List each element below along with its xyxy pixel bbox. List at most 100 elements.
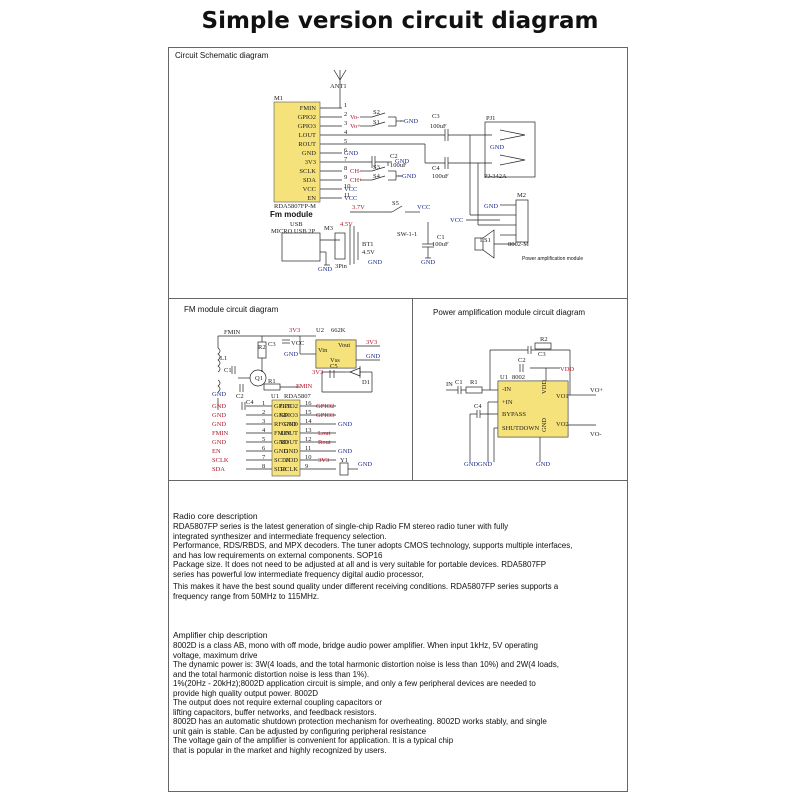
amp-c4-label: C4 <box>474 403 482 410</box>
fm-u1-left-nets: GND GND GND FMIN GND EN SCLK SDA <box>212 403 229 473</box>
fm-section-title: FM module circuit diagram <box>184 305 279 314</box>
amp-pin-in-minus: -IN <box>502 386 511 393</box>
bt1-label: BT1 <box>362 241 374 248</box>
m1-pin-3v3: 3V3 <box>305 159 316 166</box>
fm-left-net-2: GND <box>212 412 226 419</box>
fm-fmin-mid: FMIN <box>296 383 313 390</box>
fm-gnd-y1: GND <box>358 461 372 468</box>
m2-label: M2 <box>517 192 526 199</box>
amp-pin-vo1: VO1 <box>556 393 569 400</box>
fm-left-pin-6: GND <box>274 448 288 455</box>
radio-description: RDA5807FP series is the latest generatio… <box>173 522 625 601</box>
gnd-label-usb: GND <box>318 266 332 273</box>
amp-c3-label: C3 <box>538 351 546 358</box>
m1-label: M1 <box>274 95 283 102</box>
m2-caption: Power amplification module <box>522 256 583 262</box>
amp-pin-in-plus: +IN <box>502 399 513 406</box>
c4-label: C4 <box>432 165 440 172</box>
gnd-label-pin6: GND <box>344 150 358 157</box>
c3-value: 100uF <box>430 123 447 130</box>
usb-label: USB <box>290 221 303 228</box>
fm-left-net-1: GND <box>212 403 226 410</box>
page-title: Simple version circuit diagram <box>201 8 599 34</box>
section-divider-bottom <box>168 480 628 481</box>
fm-left-num-6: 6 <box>262 445 266 452</box>
m2-part: 8002-M <box>508 241 529 248</box>
fm-right-num-15: 15 <box>305 409 312 416</box>
fm-right-pin-12: ROUT <box>280 439 298 446</box>
amp-u1-part: 8002 <box>512 374 525 381</box>
fm-u1-chip-body <box>271 399 301 477</box>
fm-left-net-6: EN <box>212 448 221 455</box>
m1-pin-gpio3: GPIO3 <box>298 123 316 130</box>
amp-pin-bypass: BYPASS <box>502 411 526 418</box>
m1-pin-num-3: 3 <box>344 120 347 127</box>
m1-pin-fmin: FMIN <box>300 105 317 112</box>
amp-u1-label: U1 <box>500 374 508 381</box>
fm-c2-label: C2 <box>236 393 244 400</box>
m1-chip-body <box>273 101 321 203</box>
ch-plus-net: CH+ <box>350 177 363 184</box>
radio-line-3: Performance, RDS/RBDS, and MPX decoders.… <box>173 541 573 550</box>
fm-c5-label: C5 <box>330 363 338 370</box>
fm-u2-vss: Vss <box>330 357 340 364</box>
gnd-label-s3: GND <box>402 173 416 180</box>
m1-pin-num-2: 2 <box>344 111 347 118</box>
fm-right-num-14: 14 <box>305 418 312 425</box>
amp-in-label: IN <box>446 381 453 388</box>
fm-u2-label: U2 <box>316 327 324 334</box>
v37-label: 3.7V <box>352 204 365 211</box>
m1-pin-num-11: 11 <box>344 192 350 199</box>
fm-gnd-c1: GND <box>212 391 226 398</box>
m1-pin-num-9: 9 <box>344 174 347 181</box>
amp-line-6: provide high quality output power. 8002D <box>173 688 318 698</box>
amp-line-1: 8002D is a class AB, mono with off mode,… <box>173 641 538 650</box>
s2-label: S2 <box>373 109 380 116</box>
amp-r1-label: R1 <box>470 379 478 386</box>
amp-line-10: unit gain is stable. Can be adjusted by … <box>173 726 427 736</box>
amp-line-12: that is popular in the market and highly… <box>173 745 387 755</box>
amp-pin-vdd: VDD <box>541 380 548 394</box>
s1-label: S1 <box>373 119 380 126</box>
fm-left-num-7: 7 <box>262 454 266 461</box>
amp-line-7: The output does not require external cou… <box>173 698 383 707</box>
amp-pin-vo2: VO2 <box>556 421 569 428</box>
fm-3v3-top: 3V3 <box>289 327 300 334</box>
fm-right-pin-10: VDD <box>284 457 298 464</box>
vcc-label-pin11: VCC <box>344 195 357 202</box>
m1-pin-num-7: 7 <box>344 156 348 163</box>
amp-line-2: voltage, maximum drive <box>173 650 258 660</box>
section-divider-middle <box>412 298 413 480</box>
gnd-label-c2: GND <box>395 158 409 165</box>
m1-pin-num-5: 5 <box>344 138 347 145</box>
pj1-part: PJ-342A <box>484 173 507 180</box>
fm-left-net-5: GND <box>212 439 226 446</box>
vcc-label-m2: VCC <box>450 217 463 224</box>
m1-pin-num-10: 10 <box>344 183 351 190</box>
schematic-section-title: Circuit Schematic diagram <box>175 51 269 60</box>
amp-line-9: 8002D has an automatic shutdown protecti… <box>173 717 547 726</box>
fm-left-pin-1: GPIO1 <box>274 403 292 410</box>
fm-right-num-9: 9 <box>305 463 308 470</box>
vol-plus-net: Vo+ <box>350 123 361 130</box>
fm-left-num-4: 4 <box>262 427 266 434</box>
antenna-label: ANT1 <box>330 83 347 90</box>
fm-left-net-8: SDA <box>212 466 225 473</box>
fm-left-pin-4: FMIN <box>274 430 291 437</box>
amp-pin-gnd: GND <box>541 418 548 432</box>
fm-left-pin-8: SDA <box>274 466 287 473</box>
amp-gnd-1: GND <box>464 461 478 468</box>
amp-gnd-3: GND <box>536 461 550 468</box>
fm-left-net-7: SCLK <box>212 457 229 464</box>
fm-right-pin-13: LOUT <box>281 430 298 437</box>
fm-u1-left-nums: 1 2 3 4 5 6 7 8 <box>262 400 266 470</box>
fm-l1-label: L1 <box>220 355 227 362</box>
amp-gnd-2: GND <box>478 461 492 468</box>
vcc-label-s5: VCC <box>417 204 430 211</box>
fm-c1-label: C1 <box>224 367 232 374</box>
m1-pin-num-6: 6 <box>344 147 348 154</box>
radio-heading: Radio core description <box>173 511 258 521</box>
fm-module-label: Fm module <box>270 210 313 219</box>
fm-u2-chip-body <box>315 339 357 369</box>
